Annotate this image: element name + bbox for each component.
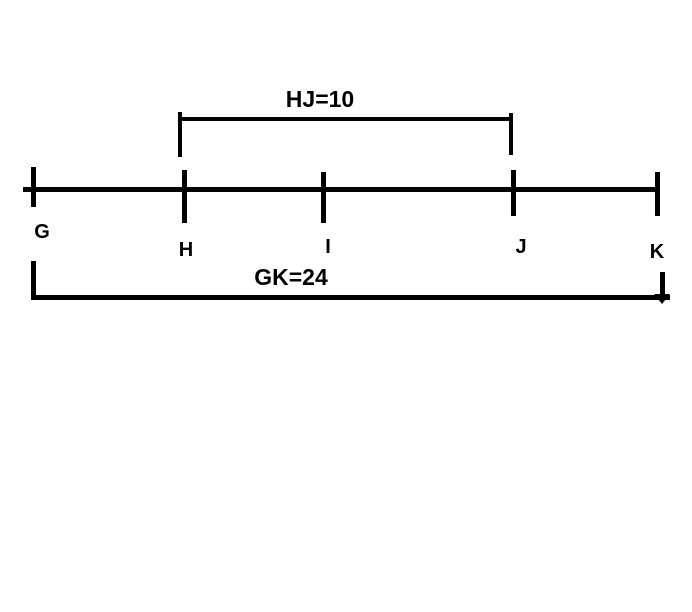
gk-bracket-horizontal-line xyxy=(31,295,670,300)
tick-g xyxy=(31,167,36,207)
hj-bracket-right-end xyxy=(509,113,513,155)
point-label-i: I xyxy=(325,236,331,258)
point-label-g: G xyxy=(34,221,50,243)
tick-k xyxy=(655,172,660,216)
point-label-h: H xyxy=(178,239,194,261)
tick-i xyxy=(321,172,326,223)
gk-bracket-right-end xyxy=(660,272,665,300)
tick-h xyxy=(182,170,187,223)
number-line xyxy=(23,187,658,192)
gk-bracket-left-end xyxy=(31,261,36,300)
tick-j xyxy=(511,170,516,216)
measurement-label-hj: HJ=10 xyxy=(285,86,355,112)
point-label-k: K xyxy=(649,241,665,263)
hj-bracket-left-end xyxy=(178,112,182,157)
point-label-j: J xyxy=(515,236,527,258)
gk-bracket-arrowhead-icon xyxy=(654,294,670,304)
hj-bracket-horizontal-line xyxy=(178,117,513,121)
measurement-label-gk: GK=24 xyxy=(254,264,328,290)
